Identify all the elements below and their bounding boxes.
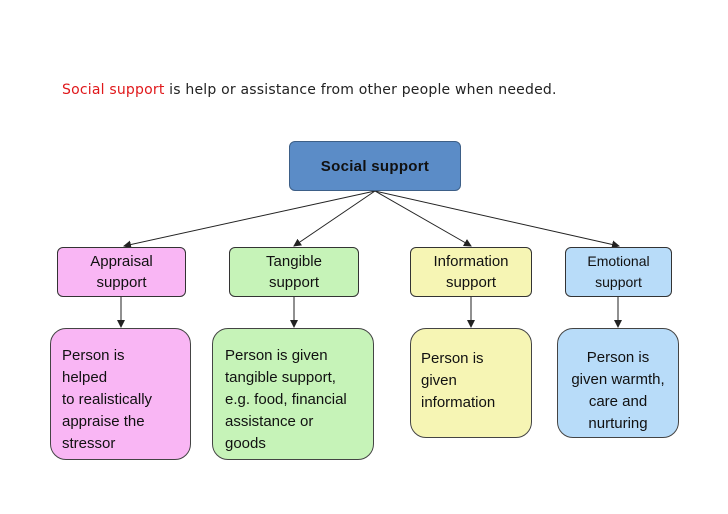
intro-text: Social support is help or assistance fro… [62,80,582,100]
node-appraisal-support: Appraisal support [57,247,186,297]
intro-keyword: Social support [62,82,165,98]
arrow-root-to-information [374,190,472,247]
appraisal-description: Person is helped to realistically apprai… [62,347,153,452]
emotional-label: Emotional support [587,253,650,290]
intro-definition: is help or assistance from other people … [164,82,557,98]
desc-tangible: Person is given tangible support, e.g. f… [212,328,374,460]
information-label: Information support [433,253,509,291]
tangible-description: Person is given tangible support, e.g. f… [225,347,347,452]
desc-appraisal: Person is helped to realistically apprai… [50,328,191,460]
tangible-label: Tangible support [266,253,322,291]
arrow-root-to-appraisal [123,190,376,249]
arrow-root-to-emotional [374,190,620,249]
node-tangible-support: Tangible support [229,247,359,297]
information-description: Person is given information [421,350,496,411]
desc-information: Person is given information [410,328,532,438]
appraisal-label: Appraisal support [90,253,153,291]
emotional-description: Person is given warmth, care and nurturi… [571,349,665,432]
arrow-root-to-tangible [293,190,376,247]
node-emotional-support: Emotional support [565,247,672,297]
root-node-social-support: Social support [289,141,461,191]
node-information-support: Information support [410,247,532,297]
desc-emotional: Person is given warmth, care and nurturi… [557,328,679,438]
root-label: Social support [320,157,430,175]
